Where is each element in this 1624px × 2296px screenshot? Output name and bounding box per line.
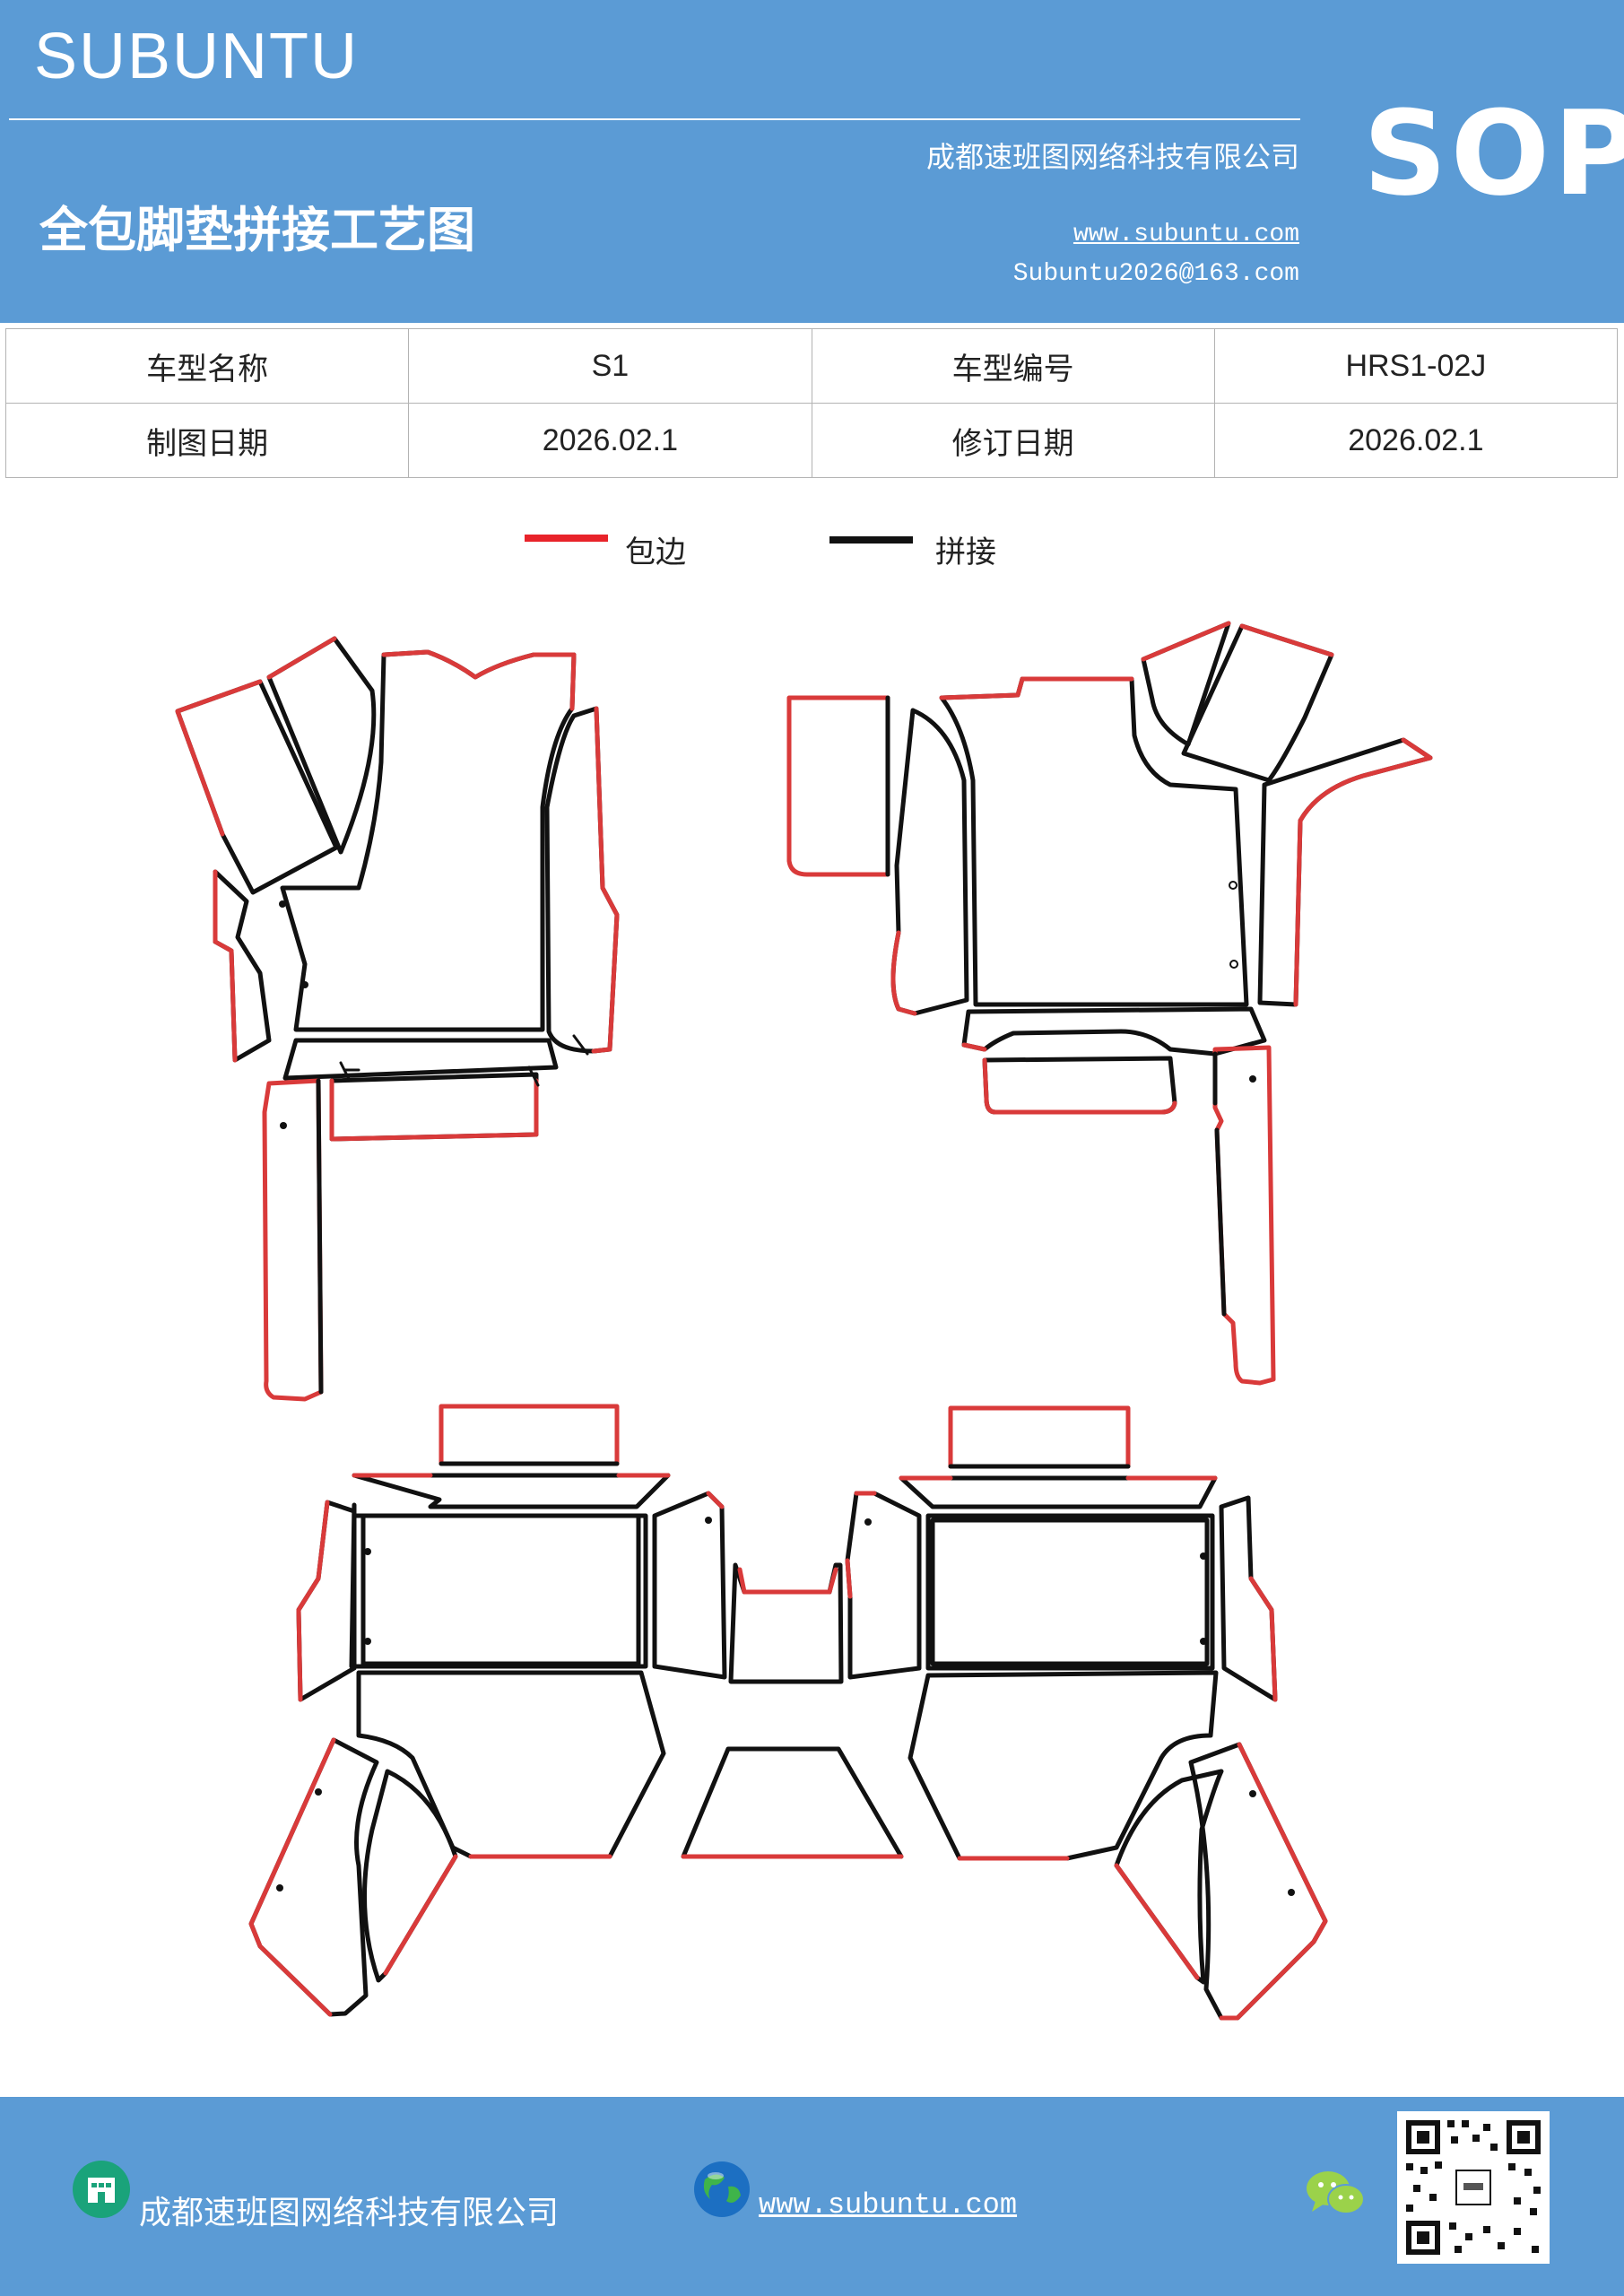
model-code-value: HRS1-02J	[1213, 328, 1619, 404]
website-link[interactable]: www.subuntu.com	[1073, 221, 1299, 248]
globe-icon	[694, 2161, 750, 2217]
info-table: 车型名称 S1 车型编号 HRS1-02J 制图日期 2026.02.1 修订日…	[4, 328, 1619, 478]
front-left-mat	[175, 636, 620, 1402]
company-name: 成都速班图网络科技有限公司	[925, 140, 1299, 174]
legend-splice-label: 拼接	[935, 535, 996, 570]
footer-website-link[interactable]: www.subuntu.com	[759, 2188, 1018, 2222]
brand-name: SUBUNTU	[34, 21, 360, 92]
revise-date-label: 修订日期	[811, 403, 1215, 478]
table-row: 车型名称 S1 车型编号 HRS1-02J	[4, 328, 1619, 404]
revise-date-value: 2026.02.1	[1213, 403, 1619, 478]
rear-right-mat	[845, 1405, 1328, 2021]
model-name-value: S1	[408, 328, 812, 404]
footer-banner: 成都速班图网络科技有限公司 www.subuntu.com	[0, 2097, 1624, 2296]
wechat-icon	[1307, 2171, 1365, 2214]
model-code-label: 车型编号	[811, 328, 1215, 404]
document-title: 全包脚垫拼接工艺图	[39, 201, 475, 258]
building-icon	[73, 2161, 130, 2218]
legend-splice-swatch	[829, 536, 913, 544]
draw-date-value: 2026.02.1	[408, 403, 812, 478]
qr-code[interactable]	[1397, 2111, 1550, 2264]
header-banner: SUBUNTU SOP 成都速班图网络科技有限公司 全包脚垫拼接工艺图 www.…	[0, 0, 1624, 323]
legend-edge-swatch	[525, 535, 608, 542]
rear-left-mat	[248, 1404, 904, 2017]
model-name-label: 车型名称	[4, 328, 410, 404]
header-divider	[9, 118, 1300, 120]
table-row: 制图日期 2026.02.1 修订日期 2026.02.1	[4, 403, 1619, 478]
front-right-mat	[786, 621, 1433, 1386]
sop-badge: SOP	[1363, 85, 1624, 222]
footer-company-name: 成都速班图网络科技有限公司	[139, 2195, 560, 2231]
legend-edge-label: 包边	[625, 535, 686, 570]
draw-date-label: 制图日期	[4, 403, 410, 478]
email-address: Subuntu2026@163.com	[1012, 260, 1299, 288]
